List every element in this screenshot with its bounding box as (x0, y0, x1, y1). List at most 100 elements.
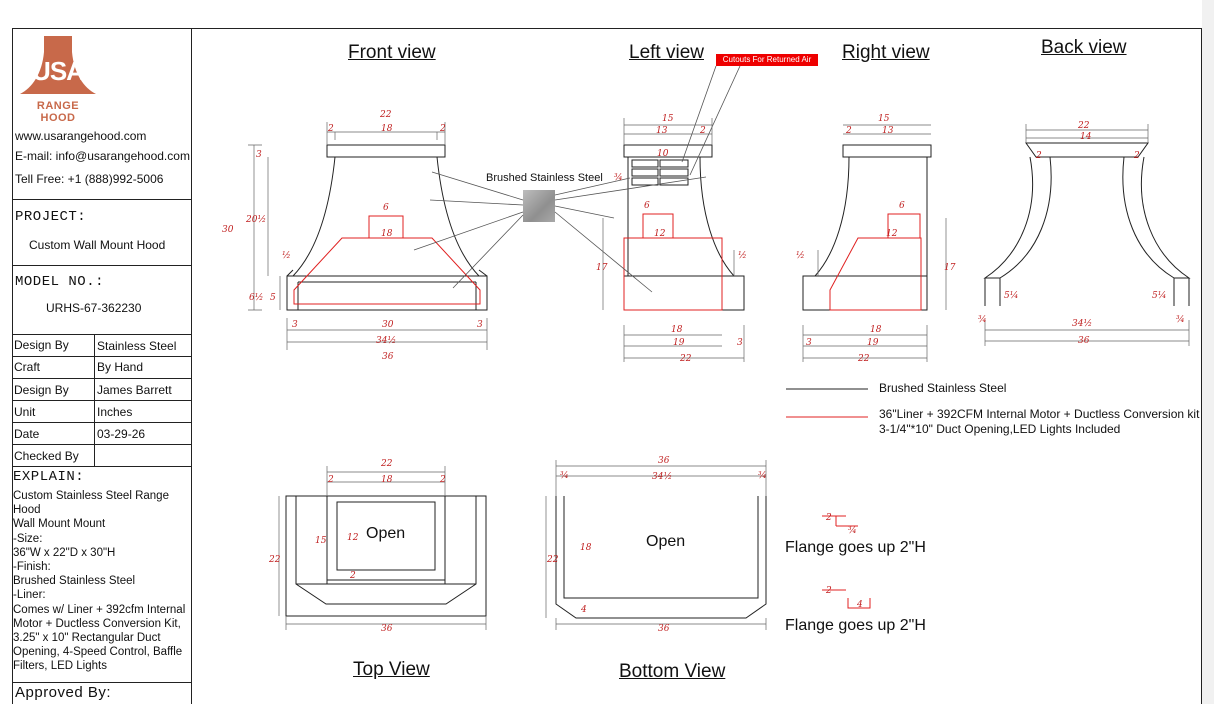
dim-label: 36 (658, 624, 670, 634)
dim-label: 10 (657, 149, 669, 159)
approved-by-label: Approved By: (15, 684, 112, 701)
dim-label: 18 (580, 543, 592, 553)
company-email: E-mail: info@usarangehood.com (15, 149, 190, 163)
dim-label: 5 (270, 293, 276, 303)
dim-label: 17 (944, 263, 956, 273)
dim-label: 13 (656, 126, 668, 136)
dim-label: 14 (1080, 132, 1092, 142)
explain-line: Custom Stainless Steel Range (13, 490, 169, 502)
explain-line: Comes w/ Liner + 392cfm Internal (13, 603, 186, 616)
dim-label: ¾ (1176, 314, 1185, 325)
spec-value: Stainless Steel (97, 339, 177, 353)
dim-label: ½ (282, 250, 291, 261)
dim-label: 2 (825, 586, 832, 596)
spec-key: Design By (14, 383, 69, 397)
dim-label: 18 (381, 124, 393, 134)
dim-label: 36 (1078, 336, 1090, 346)
dim-label: 22 (546, 555, 559, 565)
dim-label: ½ (796, 250, 805, 261)
divider (12, 356, 192, 357)
legend-red-label-1: 36"Liner + 392CFM Internal Motor + Ductl… (879, 407, 1200, 421)
dim-label: 3 (477, 320, 483, 330)
explain-label: EXPLAIN: (13, 469, 85, 485)
dimension-labels: 22 18 2 2 3 30 20½ ½ 6½ 5 6 18 3 30 3 34… (222, 110, 1185, 634)
dim-label: 18 (671, 325, 683, 335)
dim-label: 2 (349, 571, 356, 581)
dim-label: 18 (381, 475, 393, 485)
dim-label: 34½ (1072, 318, 1092, 329)
divider (12, 422, 192, 423)
page-edge-shadow (1202, 0, 1214, 704)
dim-label: 22 (380, 459, 393, 469)
flange-note-2: Flange goes up 2"H (785, 617, 926, 634)
spec-key: Unit (14, 405, 36, 419)
dim-label: 22 (679, 354, 692, 364)
dim-label: 2 (845, 126, 852, 136)
dim-label: 6 (644, 201, 650, 211)
dim-label: 6½ (249, 292, 263, 303)
spec-key: Craft (14, 360, 41, 374)
back-view-title: Back view (1041, 37, 1127, 58)
dim-label: ¾ (848, 525, 857, 536)
company-website: www.usarangehood.com (15, 129, 147, 143)
dim-label: ½ (738, 250, 747, 261)
divider (12, 265, 192, 266)
spec-value: Inches (97, 405, 133, 419)
brushed-steel-swatch (523, 190, 555, 222)
dim-label: 4 (580, 605, 587, 615)
dim-label: 15 (315, 536, 327, 546)
divider (12, 466, 192, 467)
open-label-top: Open (366, 525, 406, 542)
dim-label: 34½ (376, 335, 396, 346)
explain-line: -Liner: (13, 589, 46, 602)
dim-label: 36 (382, 352, 394, 362)
dim-label: 17 (596, 263, 608, 273)
dim-label: ¾ (758, 470, 767, 481)
liner-red-lines (293, 213, 922, 609)
open-label-bottom: Open (646, 533, 686, 550)
dim-label: 15 (662, 114, 674, 124)
dim-label: ¾ (560, 470, 569, 481)
title-block-panel: USA RANGE HOOD www.usarangehood.com E-ma… (12, 28, 192, 704)
dim-label: 15 (878, 114, 890, 124)
dim-label: 12 (886, 229, 898, 239)
drawing-sheet (12, 28, 1202, 704)
explain-line: Brushed Stainless Steel (13, 575, 136, 588)
dim-label: 3 (806, 338, 812, 348)
dim-label: 2 (699, 126, 706, 136)
explain-line: 3.25" x 10" Rectangular Duct (13, 632, 161, 645)
right-view-drawing (802, 144, 932, 311)
explain-line: Wall Mount Mount (13, 518, 106, 531)
dim-label: 5¼ (1004, 290, 1018, 301)
dim-label: 22 (857, 354, 870, 364)
divider (12, 334, 192, 335)
divider (12, 682, 192, 683)
left-view-drawing (623, 144, 745, 311)
dim-label: 30 (222, 225, 234, 235)
divider (12, 199, 192, 200)
explain-line: -Finish: (13, 561, 51, 574)
front-view-title: Front view (348, 42, 436, 63)
top-view-title: Top View (353, 659, 430, 680)
dim-label: 6 (383, 203, 389, 213)
legend-black-label: Brushed Stainless Steel (879, 381, 1007, 395)
bottom-view-drawing (555, 496, 767, 619)
dim-label: 6 (899, 201, 905, 211)
dim-label: ¾ (614, 172, 623, 183)
spec-key: Date (14, 427, 40, 441)
svg-text:USA: USA (32, 56, 85, 86)
material-callout: Brushed Stainless Steel (486, 172, 603, 184)
dim-label: 3 (292, 320, 298, 330)
dim-label: 30 (382, 320, 394, 330)
dim-label: 2 (327, 475, 334, 485)
explain-text: Custom Stainless Steel Range Hood Wall M… (13, 489, 191, 674)
dim-label: 2 (327, 124, 334, 134)
flange-note-1: Flange goes up 2"H (785, 539, 926, 556)
hood-logo-icon: USA (20, 36, 96, 94)
right-view-title: Right view (842, 42, 930, 63)
company-logo: USA RANGE HOOD (18, 34, 98, 124)
spec-value: By Hand (97, 360, 144, 374)
back-view-drawing (983, 142, 1191, 306)
dim-label: ¾ (978, 314, 987, 325)
